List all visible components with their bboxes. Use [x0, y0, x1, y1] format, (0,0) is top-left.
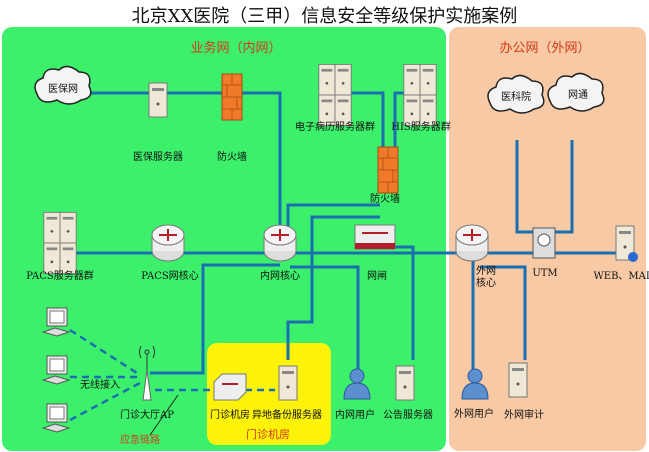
node-label: 异地备份服务器 — [252, 410, 322, 421]
node-label: 外网 — [476, 266, 496, 277]
access-point-icon — [139, 345, 155, 401]
clinic-zone-label: 门诊机房 — [246, 428, 290, 441]
wireless-links — [69, 328, 275, 422]
clinic-zone — [207, 343, 331, 445]
node-label: WEB、MAIL — [593, 271, 649, 282]
page-title: 北京XX医院（三甲）信息安全等级保护实施案例 — [131, 6, 518, 27]
node-label: 医保服务器 — [133, 152, 183, 163]
router-icon — [151, 224, 185, 262]
node-label: 内网用户 — [335, 410, 375, 421]
switch-icon — [213, 373, 247, 401]
outer-zone-label: 办公网（外网） — [499, 41, 591, 56]
node-label: 外网用户 — [454, 409, 494, 420]
emergency-pointer — [149, 394, 179, 436]
node-label: PACS网核心 — [141, 271, 199, 282]
pc-icon — [42, 355, 70, 385]
firewall-icon — [377, 146, 399, 194]
node-label: 外网审计 — [504, 410, 544, 421]
server-icon — [395, 365, 415, 401]
node-label: 电子病历服务器群 — [295, 122, 375, 133]
router-icon — [263, 224, 297, 262]
node-label: 网通 — [568, 90, 588, 101]
node-label: 核心 — [476, 278, 496, 289]
node-label: 内网核心 — [260, 271, 300, 282]
node-label: 防火墙 — [217, 152, 247, 163]
node-label: UTM — [532, 268, 558, 279]
server-cluster-icon — [404, 64, 436, 125]
inner-zone-label: 业务网（内网） — [190, 41, 282, 56]
utm-icon — [532, 227, 556, 259]
firewall-icon — [221, 73, 243, 121]
node-label: 无线接入 — [80, 380, 120, 391]
server-icon — [278, 365, 298, 401]
pc-icon — [42, 403, 70, 433]
node-label: 医保网 — [48, 84, 78, 95]
server-icon — [148, 82, 168, 118]
server-cluster-icon — [319, 64, 351, 125]
node-label: HIS服务器群 — [391, 122, 451, 133]
node-label: 网闸 — [367, 271, 387, 282]
server-cluster-icon — [44, 212, 76, 273]
inner-zone — [2, 27, 446, 451]
server-icon — [615, 225, 638, 262]
gatekeeper-icon — [354, 224, 396, 250]
node-label: 门诊大厅AP — [120, 410, 174, 421]
router-icon — [455, 224, 489, 262]
server-icon — [508, 362, 528, 398]
pc-icon — [42, 307, 70, 337]
node-label: 防火墙 — [370, 194, 400, 205]
node-label: PACS服务器群 — [26, 271, 94, 282]
node-label: 医科院 — [501, 92, 531, 103]
node-label: 门诊机房 — [210, 410, 250, 421]
emergency-link-label: 应急链路 — [120, 435, 160, 446]
node-label: 公告服务器 — [383, 410, 433, 421]
